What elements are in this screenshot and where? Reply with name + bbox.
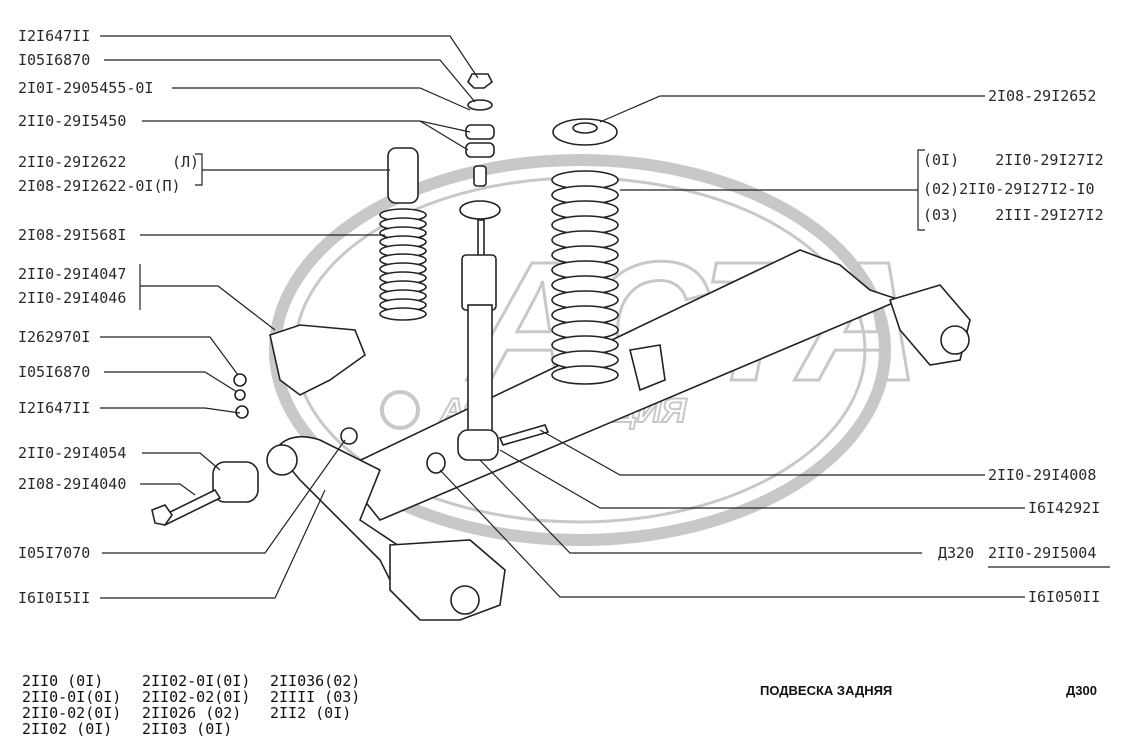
part-number: 2II0-29I4046	[18, 289, 126, 307]
part-number: 2II0-29I2622	[18, 153, 126, 171]
applicability-table: 2II0 (0I) 2II02-0I(0I) 2II036(02) 2II0-0I(0…	[22, 672, 360, 738]
coil-spring	[551, 118, 619, 385]
boot-fold	[379, 307, 427, 321]
model-applicability-cell: 2II036(02)	[270, 672, 360, 690]
model-applicability-cell: 2II02 (0I)	[22, 720, 112, 738]
shock-absorber	[426, 219, 550, 474]
part-number: 2II0-29I4047	[18, 265, 126, 283]
part-number: I6I0I5II	[18, 589, 90, 607]
part-number: 2II0-29I4054	[18, 444, 126, 462]
part-number: I05I6870	[18, 51, 90, 69]
model-applicability-cell: 2II0 (0I)	[22, 672, 103, 690]
model-applicability-cell: 2II026 (02)	[142, 704, 241, 722]
part-number: I05I6870	[18, 363, 90, 381]
part-number: I6I050II	[1028, 588, 1100, 606]
spring-coil	[551, 365, 619, 385]
model-applicability-cell: 2IIII (03)	[270, 688, 360, 706]
part-number: 2II0-29I5004	[988, 544, 1096, 562]
part-number: 2I08-29I2652	[988, 87, 1096, 105]
diagram-title: ПОДВЕСКА ЗАДНЯЯ	[760, 683, 892, 698]
leader-lines	[100, 35, 1110, 599]
diagram-code: Д300	[1066, 683, 1097, 698]
model-applicability-cell: 2II2 (0I)	[270, 704, 351, 722]
top-mount-hardware	[459, 73, 501, 220]
part-number: I6I4292I	[1028, 499, 1100, 517]
part-number: 2I08-29I4040	[18, 475, 126, 493]
model-applicability-cell: 2II0-02(0I)	[22, 704, 121, 722]
model-applicability-cell: 2II0-0I(0I)	[22, 688, 121, 706]
part-number: 2II0-29I4008	[988, 466, 1096, 484]
spring-variant: (0I) 2II0-29I27I2	[923, 151, 1104, 169]
spring-variant: (02)2II0-29I27I2-I0	[923, 180, 1095, 198]
part-number: 2I08-29I2622-0I(П)	[18, 177, 181, 195]
model-applicability-cell: 2II03 (0I)	[142, 720, 232, 738]
model-applicability-cell: 2II02-02(0I)	[142, 688, 250, 706]
part-side-left: (Л)	[172, 153, 199, 171]
part-number: 2I08-29I568I	[18, 226, 126, 244]
part-number: I05I7070	[18, 544, 90, 562]
bump-stop-and-boot	[379, 147, 427, 321]
part-number: I2I647II	[18, 27, 90, 45]
part-number: I2I647II	[18, 399, 90, 417]
left-part-labels: I2I647II I05I6870 2I0I-2905455-0I 2II0-2…	[18, 27, 199, 607]
part-number: I262970I	[18, 328, 90, 346]
part-number: 2I0I-2905455-0I	[18, 79, 153, 97]
model-applicability-cell: 2II02-0I(0I)	[142, 672, 250, 690]
bracket-bush-bolt	[151, 324, 366, 527]
spring-variant: (03) 2III-29I27I2	[923, 206, 1104, 224]
page-reference[interactable]: Д320	[938, 544, 974, 562]
right-part-labels: 2I08-29I2652 (0I) 2II0-29I27I2 (02)2II0-…	[923, 87, 1104, 606]
part-number: 2II0-29I5450	[18, 112, 126, 130]
